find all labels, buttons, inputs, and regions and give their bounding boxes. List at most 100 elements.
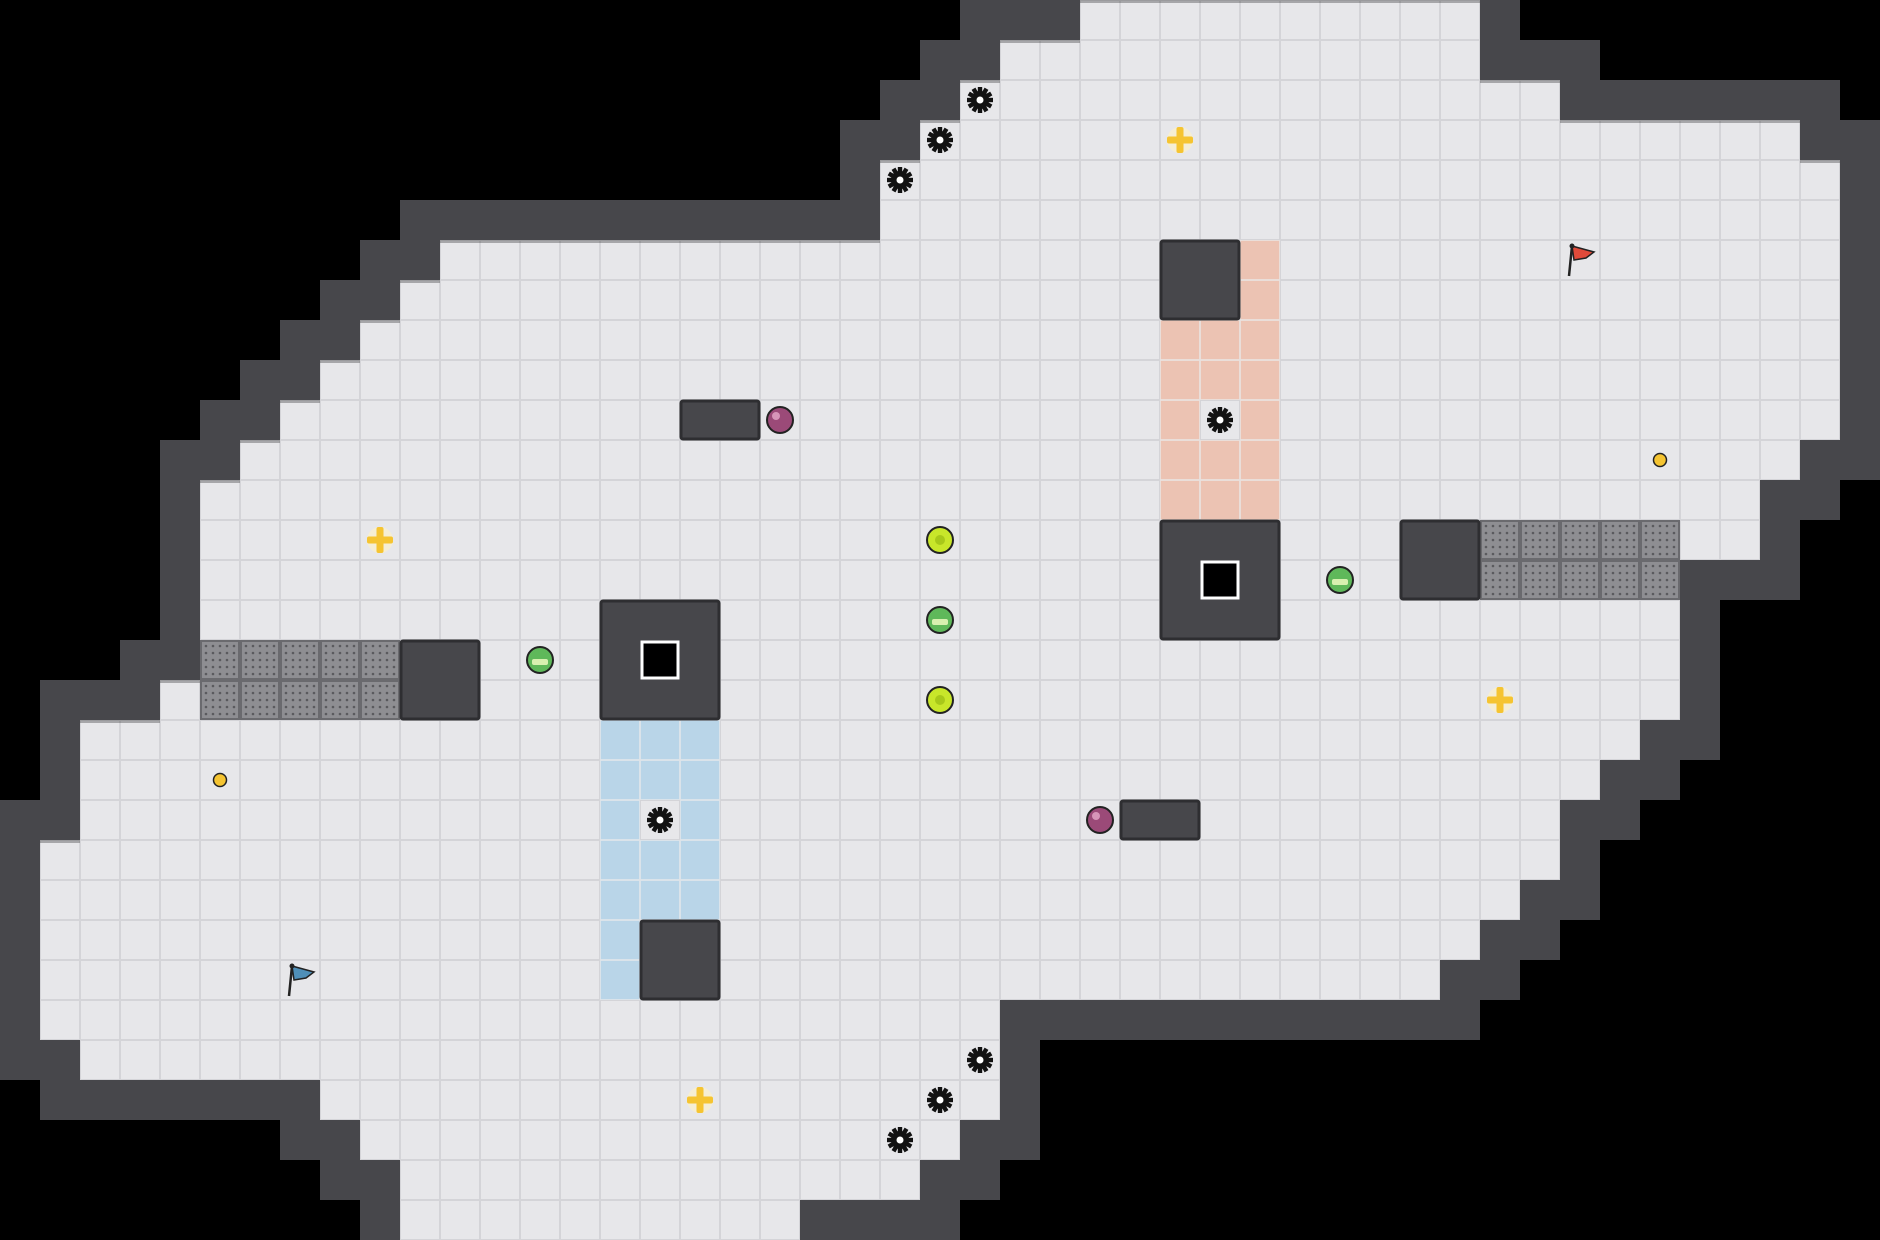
floor-tile (1240, 680, 1280, 720)
floor-tile (1120, 320, 1160, 360)
grate-hole (1505, 545, 1509, 549)
grate-hole (1484, 592, 1488, 596)
floor-tile (1640, 240, 1680, 280)
green-orb-icon[interactable] (926, 606, 954, 634)
boundary-wall (160, 520, 200, 560)
floor-tile (1320, 80, 1360, 120)
floor-tile (1760, 440, 1800, 480)
grate-hole (305, 698, 309, 702)
floor-tile (320, 960, 360, 1000)
grate-hole (312, 691, 316, 695)
grate-hole (298, 698, 302, 702)
grate-hole (1538, 578, 1542, 582)
floor-tile (160, 1040, 200, 1080)
grate-hole (244, 705, 248, 709)
floor-tile (1600, 480, 1640, 520)
grate-hole (1585, 545, 1589, 549)
grate-hole (1604, 585, 1608, 589)
boundary-wall (120, 680, 160, 720)
floor-tile (1440, 40, 1480, 80)
boundary-wall (1840, 320, 1880, 360)
orb-core (935, 535, 945, 545)
grate-hole (1512, 531, 1516, 535)
grate-tile (1560, 560, 1600, 600)
floor-tile (1560, 640, 1600, 680)
floor-tile (920, 880, 960, 920)
grate-hole (244, 672, 248, 676)
flag-top (1569, 243, 1575, 249)
floor-tile (1480, 280, 1520, 320)
floor-tile (240, 600, 280, 640)
grate-hole (251, 644, 255, 648)
floor-tile (1600, 120, 1640, 160)
floor-tile (1440, 440, 1480, 480)
lime-orb-icon[interactable] (926, 526, 954, 554)
green-orb-icon[interactable] (1326, 566, 1354, 594)
gear-tooth (977, 1047, 983, 1053)
grate-hole (338, 644, 342, 648)
floor-tile (840, 880, 880, 920)
floor-tile (320, 440, 360, 480)
floor-tile (1600, 240, 1640, 280)
boundary-wall (1680, 560, 1720, 600)
floor-tile (1520, 400, 1560, 440)
floor-tile (1320, 400, 1360, 440)
plus-pickup-icon[interactable] (367, 527, 393, 553)
floor-tile (800, 440, 840, 480)
grate-hole (225, 651, 229, 655)
floor-tile (920, 800, 960, 840)
boundary-wall (1840, 200, 1880, 240)
berry-orb-icon[interactable] (1086, 806, 1114, 834)
floor-tile (1480, 800, 1520, 840)
floor-tile (1000, 600, 1040, 640)
floor-tile (1400, 800, 1440, 840)
lime-orb-icon[interactable] (926, 686, 954, 714)
wall-shadow (1360, 0, 1400, 3)
red-flag-icon[interactable] (1567, 243, 1596, 277)
grate-hole (244, 644, 248, 648)
floor-tile (1280, 0, 1320, 40)
floor-tile (1480, 400, 1520, 440)
floor-tile (640, 1160, 680, 1200)
floor-tile (920, 160, 960, 200)
grate-hole (371, 644, 375, 648)
floor-tile (800, 520, 840, 560)
grate-hole (1564, 564, 1568, 568)
flag-cloth (291, 964, 316, 981)
grate-hole (1571, 564, 1575, 568)
floor-tile (1560, 680, 1600, 720)
coin-icon[interactable] (1652, 452, 1668, 468)
wall-shadow (1640, 120, 1680, 123)
floor-tile (80, 960, 120, 1000)
grate-hole (345, 691, 349, 695)
plus-pickup-icon[interactable] (1167, 127, 1193, 153)
grate-hole (1491, 592, 1495, 596)
blue-flag-icon[interactable] (287, 963, 316, 997)
floor-tile (1200, 120, 1240, 160)
green-orb-icon[interactable] (526, 646, 554, 674)
zone-layer (200, 240, 1680, 1000)
plus-pickup-icon[interactable] (1487, 687, 1513, 713)
grate-hole (345, 698, 349, 702)
floor-tile (400, 960, 440, 1000)
floor-tile (800, 760, 840, 800)
grate-hole (272, 698, 276, 702)
floor-tile (400, 320, 440, 360)
coin-icon[interactable] (212, 772, 228, 788)
grate-hole (1512, 571, 1516, 575)
grate-hole (1531, 592, 1535, 596)
floor-tile (880, 800, 920, 840)
grate-hole (1564, 578, 1568, 582)
floor-tile (1400, 200, 1440, 240)
plus-pickup-icon[interactable] (687, 1087, 713, 1113)
grate-hole (265, 705, 269, 709)
berry-orb-icon[interactable] (766, 406, 794, 434)
floor-tile (520, 840, 560, 880)
floor-tile (680, 520, 720, 560)
floor-tile (600, 520, 640, 560)
floor-tile (560, 1120, 600, 1160)
grate-hole (291, 672, 295, 676)
boundary-wall (240, 400, 280, 440)
floor-tile (600, 1160, 640, 1200)
